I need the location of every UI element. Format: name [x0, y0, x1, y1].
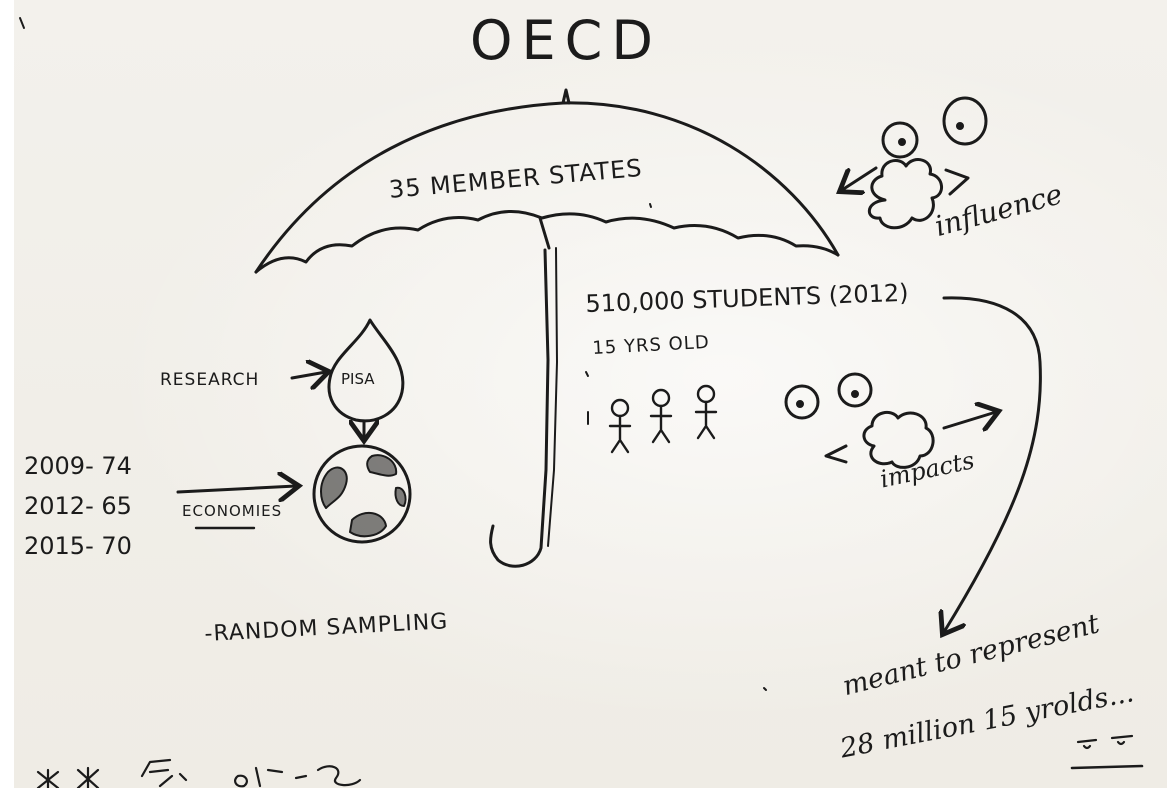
economies-label: ECONOMIES: [182, 502, 283, 520]
students-drawing: [587, 384, 718, 454]
umbrella-drawing: [254, 88, 840, 568]
bottom-underline: [1070, 764, 1144, 770]
research-label: RESEARCH: [160, 370, 260, 390]
year-2015: 2015- 70: [24, 532, 132, 560]
impacts-eye-left: [784, 384, 820, 420]
umbrella-shaft: [489, 248, 550, 568]
globe-land-1: [320, 466, 348, 509]
globe-land-4: [394, 486, 407, 507]
influence-arrow: [842, 166, 878, 190]
globe: [312, 444, 412, 544]
tiny-faces: [1070, 734, 1144, 770]
umbrella-canopy: [254, 101, 840, 274]
umbrella-scallops: [254, 209, 840, 274]
impacts-cloud: [862, 410, 935, 469]
umbrella-tip: [561, 88, 571, 105]
year-2009: 2009- 74: [24, 452, 132, 480]
umbrella-rib: [538, 216, 551, 250]
influence-eye-left: [881, 121, 919, 159]
research-arrow: [290, 372, 326, 378]
bottom-scribbles: [36, 758, 362, 788]
board-specks: [19, 17, 767, 691]
influence-mouth: [944, 168, 970, 196]
pisa-label: PISA: [341, 370, 375, 388]
influence-cloud: [867, 158, 943, 230]
globe-land-2: [366, 454, 398, 477]
impacts-arrow: [942, 412, 996, 428]
impacts-eye-right: [837, 372, 873, 408]
globe-land-3: [349, 511, 387, 538]
umbrella-shaft-inner: [547, 247, 558, 547]
influence-drawing: [842, 96, 988, 230]
represent-arrow: [944, 296, 1042, 632]
impacts-drawing: [784, 372, 996, 469]
pisa-drawing: [176, 318, 412, 544]
oecd-title: OECD: [470, 9, 662, 72]
impacts-mouth: [824, 444, 848, 464]
influence-eye-right: [942, 96, 988, 146]
economies-arrow: [176, 486, 296, 492]
year-2012: 2012- 65: [24, 492, 132, 520]
